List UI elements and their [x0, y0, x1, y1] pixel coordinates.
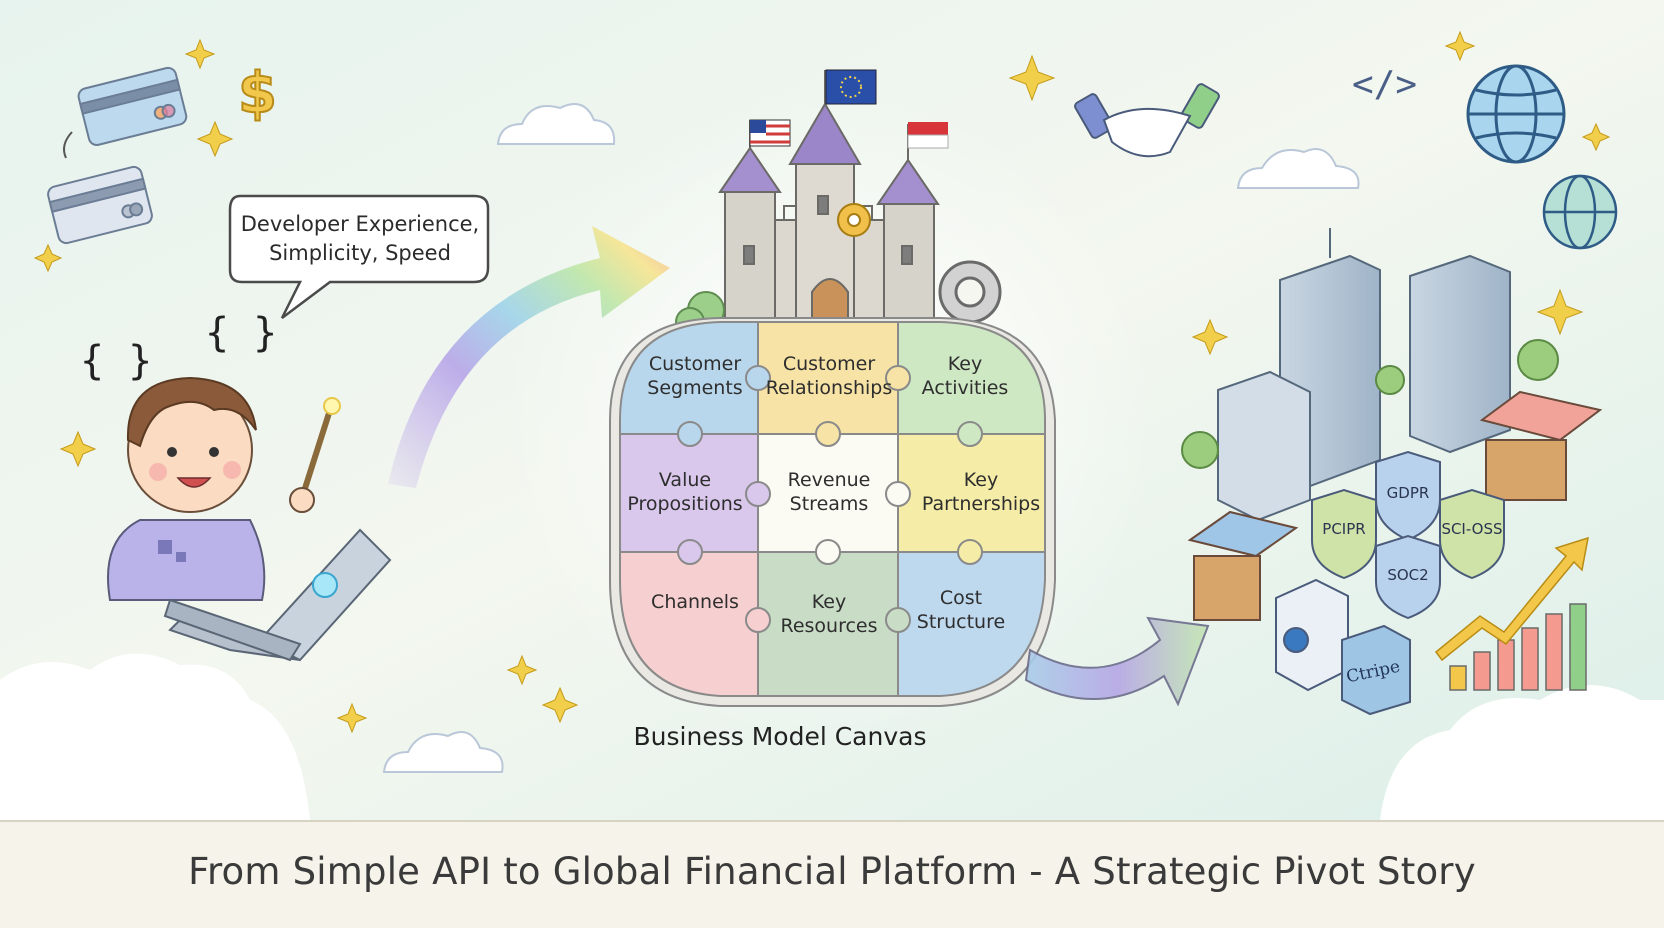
castle	[718, 70, 940, 331]
dollar-icon: $	[238, 61, 277, 126]
rainbow-arrow	[388, 226, 670, 488]
globe-icon	[1542, 174, 1618, 250]
city-buildings	[1217, 228, 1511, 522]
speech-bubble-line-2: Simplicity, Speed	[269, 241, 451, 265]
badge-soc2: SOC2	[1387, 566, 1429, 584]
badge-pcipr: PCIPR	[1322, 520, 1366, 538]
footer-banner: From Simple API to Global Financial Plat…	[0, 820, 1664, 928]
canvas-piece-channels: Channels	[651, 591, 739, 613]
sparkle-icon	[33, 30, 1611, 734]
handshake-icon	[1074, 83, 1220, 158]
us-flag-icon	[749, 119, 791, 147]
trees	[1181, 339, 1559, 469]
credit-card-icon	[47, 66, 188, 245]
code-icon: </>	[1352, 64, 1417, 105]
badge-sci-oss: SCI-OSS	[1441, 520, 1503, 538]
developer-character	[107, 376, 341, 601]
bottom-clouds	[0, 653, 1664, 820]
globe-icon	[1466, 64, 1566, 164]
code-braces-2: { }	[205, 310, 278, 356]
singapore-flag-icon	[907, 122, 949, 149]
speech-bubble-line-1: Developer Experience,	[240, 212, 480, 236]
compliance-badges	[1311, 450, 1505, 620]
footer-title: From Simple API to Global Financial Plat…	[188, 850, 1476, 893]
cloud-icon	[382, 103, 1360, 773]
gear-icon	[938, 260, 1002, 324]
growth-arrow	[1024, 616, 1210, 707]
product-boxes	[1275, 578, 1411, 716]
canvas-caption: Business Model Canvas	[633, 722, 927, 751]
speech-bubble-text: Developer Experience, Simplicity, Speed	[230, 210, 490, 268]
market-stall	[1187, 390, 1603, 621]
code-braces-1: { }	[80, 338, 153, 384]
gear-icon	[837, 203, 871, 237]
badge-gdpr: GDPR	[1386, 484, 1430, 502]
puzzle-canvas	[609, 317, 1056, 707]
speech-bubble	[228, 194, 490, 319]
eu-flag-icon	[825, 69, 877, 105]
laptop	[163, 528, 392, 662]
card-arrow	[63, 131, 73, 159]
growth-chart-icon	[1434, 536, 1589, 691]
